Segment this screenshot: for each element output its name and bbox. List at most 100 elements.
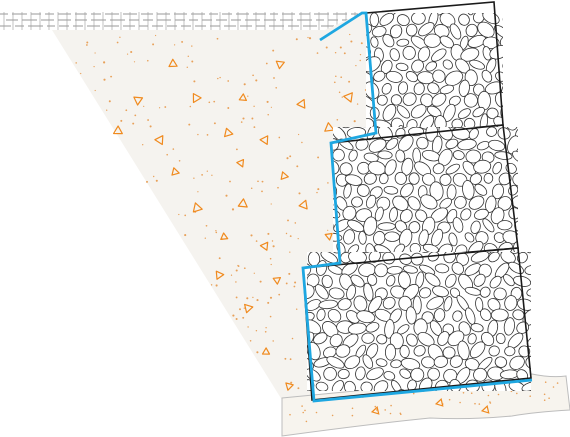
stone-icon <box>394 171 407 185</box>
speckle <box>216 37 219 40</box>
stone-icon <box>331 380 344 391</box>
speckle <box>255 329 258 332</box>
speckle <box>235 317 238 321</box>
triangle-icon <box>237 198 248 208</box>
speckle <box>205 224 208 227</box>
stone-icon <box>390 94 402 106</box>
stone-icon <box>432 69 446 83</box>
stone-icon <box>419 264 436 276</box>
stone-icon <box>362 354 374 369</box>
stone-icon <box>385 70 403 83</box>
stone-icon <box>330 252 344 254</box>
stone-icon <box>323 367 337 381</box>
stone-icon <box>438 127 453 141</box>
speckle <box>289 155 292 158</box>
speckle <box>294 281 297 284</box>
stone-icon <box>452 217 464 233</box>
stone-icon <box>348 149 358 162</box>
triangle-icon <box>220 232 229 240</box>
speckle <box>110 75 113 78</box>
stone-icon <box>443 296 453 312</box>
speckle <box>155 179 158 182</box>
speckle <box>259 280 262 283</box>
speckle <box>191 60 194 63</box>
stone-icon <box>408 172 420 185</box>
triangle-icon <box>480 405 490 414</box>
stone-icon <box>485 195 497 213</box>
stone-icon <box>529 270 549 291</box>
speckle <box>470 392 473 395</box>
stone-icon <box>365 322 380 333</box>
speckle <box>331 414 334 417</box>
speckle <box>255 240 258 242</box>
stone-icon <box>396 38 410 47</box>
speckle <box>134 114 137 117</box>
speckle <box>297 387 300 390</box>
speckle <box>250 187 253 189</box>
stone-icon <box>479 286 491 298</box>
stone-icon <box>425 61 438 72</box>
stone-icon <box>472 106 485 118</box>
triangle-icon <box>192 202 203 213</box>
speckle <box>86 41 89 44</box>
stone-icon <box>500 252 516 264</box>
triangle-icon <box>272 277 281 285</box>
speckle <box>178 160 181 162</box>
speckle <box>287 219 289 222</box>
speckle <box>247 326 249 328</box>
geotextile-membrane <box>301 11 533 403</box>
speckle <box>269 296 273 299</box>
stone-icon <box>434 263 450 274</box>
speckle <box>166 153 168 156</box>
stone-icon <box>410 104 427 119</box>
speckle <box>340 76 343 79</box>
speckle <box>252 296 254 299</box>
triangle-icon <box>238 93 247 102</box>
stone-icon <box>460 208 472 221</box>
stone-icon <box>307 299 322 311</box>
stone-icon <box>525 252 531 254</box>
speckle <box>75 62 77 64</box>
stone-icon <box>370 36 379 48</box>
speckle <box>269 257 272 260</box>
speckle <box>143 105 145 108</box>
speckle <box>291 337 294 340</box>
speckle <box>243 267 246 270</box>
speckle <box>235 269 238 272</box>
stone-icon <box>376 94 388 106</box>
stone-icon <box>385 137 399 151</box>
stone-icon <box>366 13 370 14</box>
speckle <box>266 100 269 103</box>
stone-icon <box>389 48 400 62</box>
stone-icon <box>410 252 424 266</box>
stone-icon <box>477 21 495 38</box>
speckle <box>132 122 135 125</box>
stone-icon <box>413 345 426 357</box>
speckle <box>231 208 235 211</box>
speckle <box>235 281 237 283</box>
stone-icon <box>384 343 397 361</box>
speckle <box>184 234 187 237</box>
speckle <box>256 351 259 354</box>
stone-icon <box>327 308 342 323</box>
stone-icon <box>512 150 518 163</box>
speckle <box>265 62 268 65</box>
stone-icon <box>368 138 387 153</box>
speckle <box>529 395 531 398</box>
stone-icon <box>344 355 361 370</box>
speckle <box>349 33 351 36</box>
stone-icon <box>470 323 484 333</box>
stone-icon <box>490 207 505 225</box>
stone-icon <box>503 274 515 287</box>
stone-icon <box>375 358 388 367</box>
speckle <box>255 79 258 82</box>
speckle <box>270 203 272 205</box>
speckle <box>343 52 346 55</box>
stone-icon <box>399 368 412 379</box>
speckle <box>302 411 305 414</box>
stone-icon <box>366 56 381 73</box>
stone-icon <box>469 341 486 359</box>
speckle <box>294 222 297 224</box>
speckle <box>264 330 267 333</box>
